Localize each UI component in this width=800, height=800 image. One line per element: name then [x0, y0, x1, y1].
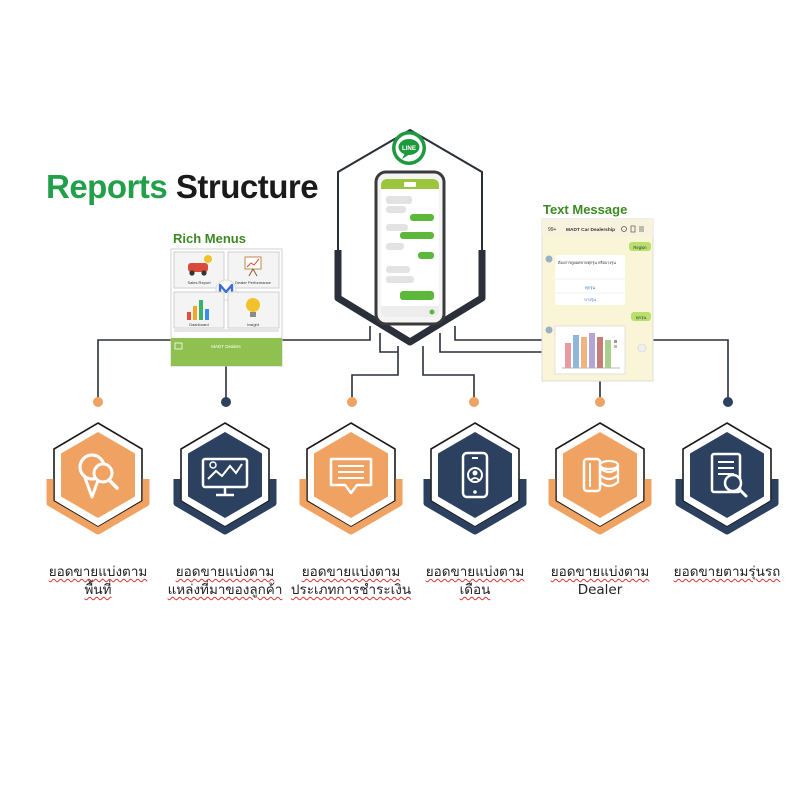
category-caption-2: ยอดขายแบ่งตามแหล่งที่มาของลูกค้า: [155, 563, 295, 599]
category-hexagons: [46, 422, 779, 535]
category-caption-line: ยอดขายแบ่งตาม: [301, 564, 401, 580]
category-hexagon-bottom-accent: [46, 479, 150, 535]
rich-menus-label: Rich Menus: [173, 231, 246, 246]
category-node-3: [299, 422, 403, 535]
page-title-part2: Structure: [175, 168, 319, 205]
category-caption-line: ยอดขายตามรุ่นรถ: [673, 564, 781, 580]
svg-text:ต้องการดูยอดขายทุกรุ่น หรือบาง: ต้องการดูยอดขายทุกรุ่น หรือบางรุ่น: [558, 260, 616, 266]
svg-text:ทุกรุ่น: ทุกรุ่น: [585, 285, 595, 291]
location-search-icon: [78, 453, 119, 499]
rich-menus-card: Sales Report Dealer Performance Dashboar…: [170, 248, 283, 367]
category-hexagon-bottom-accent: [548, 479, 652, 535]
central-hexagon-bottom-accent: [334, 250, 486, 346]
category-caption-line: ยอดขายแบ่งตาม: [48, 564, 148, 580]
category-caption-line: Dealer: [577, 582, 623, 598]
line-logo: LINE: [392, 131, 426, 165]
category-node-2: [173, 422, 277, 535]
page-title-part1: Reports: [46, 168, 168, 205]
monitor-chart-icon: [201, 457, 249, 497]
rich-menu-tile-1: Sales Report: [173, 251, 225, 289]
svg-text:Dealer Performance: Dealer Performance: [235, 280, 272, 285]
category-caption-line: ยอดขายแบ่งตาม: [425, 564, 525, 580]
rich-menu-tile-4: Insight: [227, 291, 280, 329]
rich-menu-tile-2: Dealer Performance: [227, 251, 280, 289]
connector-dots: [93, 397, 733, 407]
category-caption-1: ยอดขายแบ่งตามพื้นที่: [28, 563, 168, 599]
line-logo-text: LINE: [402, 145, 416, 152]
category-caption-6: ยอดขายตามรุ่นรถ: [657, 563, 797, 581]
rich-menu-footer: MADT Dealers: [211, 344, 241, 349]
category-node-6: [675, 422, 779, 535]
category-caption-line: พื้นที่: [84, 582, 112, 598]
text-message-card: 99+ MADT Car Dealership Region ต้องการดู…: [541, 218, 654, 382]
category-hexagon-bottom-accent: [423, 479, 527, 535]
svg-text:Region: Region: [633, 245, 647, 250]
svg-text:99+: 99+: [548, 227, 557, 233]
svg-text:Insight: Insight: [247, 322, 260, 327]
category-caption-line: ประเภทการชำระเงิน: [290, 582, 412, 598]
category-node-4: [423, 422, 527, 535]
category-caption-line: เดือน: [459, 582, 491, 598]
category-caption-3: ยอดขายแบ่งตามประเภทการชำระเงิน: [281, 563, 421, 599]
svg-text:MADT Car Dealership: MADT Car Dealership: [566, 227, 615, 233]
category-hexagon-fill: [314, 432, 388, 518]
coins-icon: [582, 457, 620, 493]
svg-text:บางรุ่น: บางรุ่น: [584, 297, 596, 303]
category-node-1: [46, 422, 150, 535]
text-message-chart-image: [554, 325, 626, 375]
phone-mockup: [374, 170, 446, 326]
category-node-5: [548, 422, 652, 535]
category-caption-line: แหล่งที่มาของลูกค้า: [167, 582, 283, 598]
document-search-icon: [710, 452, 748, 498]
category-caption-line: ยอดขายแบ่งตาม: [175, 564, 275, 580]
text-message-label: Text Message: [543, 202, 628, 217]
category-hexagon-bottom-accent: [299, 479, 403, 535]
svg-text:Dashboard: Dashboard: [189, 322, 209, 327]
page-title: Reports Structure: [46, 168, 319, 206]
category-hexagon-bottom-accent: [675, 479, 779, 535]
category-caption-4: ยอดขายแบ่งตามเดือน: [405, 563, 545, 599]
category-hexagon-bottom-accent: [173, 479, 277, 535]
category-caption-line: ยอดขายแบ่งตาม: [550, 564, 650, 580]
svg-text:ทุกรุ่น: ทุกรุ่น: [636, 315, 647, 321]
phone-user-icon: [461, 451, 489, 499]
rich-menu-tile-3: Dashboard: [173, 291, 225, 329]
svg-text:Sales Report: Sales Report: [187, 280, 211, 285]
chat-bubble-icon: [329, 457, 373, 495]
category-caption-5: ยอดขายแบ่งตาม Dealer: [530, 563, 670, 599]
category-hexagon-fill: [188, 432, 262, 518]
